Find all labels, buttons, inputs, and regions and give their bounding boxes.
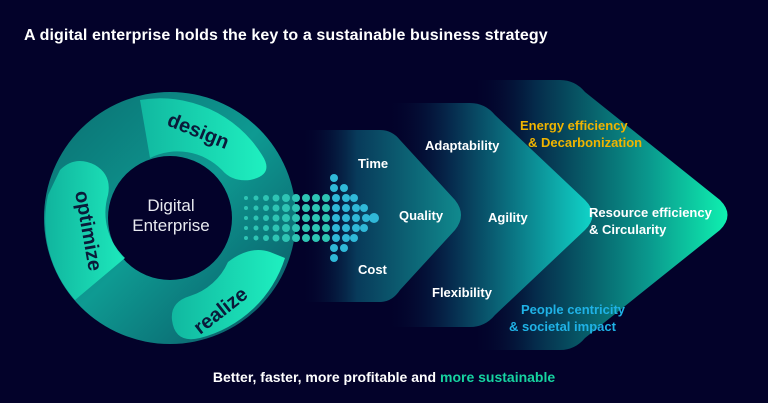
dotted-arrow (244, 174, 379, 262)
center-line-1: Digital (147, 196, 195, 215)
label-resource-efficiency: Resource efficiency & Circularity (589, 204, 712, 238)
energy-line-2: & Decarbonization (528, 135, 643, 150)
people-line-2: & societal impact (509, 319, 616, 334)
label-time: Time (358, 156, 389, 171)
label-people-centricity: People centricity & societal impact (509, 301, 625, 335)
people-line-1: People centricity (521, 302, 626, 317)
footer-tagline: Better, faster, more profitable and more… (0, 369, 768, 385)
resource-line-1: Resource efficiency (589, 205, 712, 220)
label-quality: Quality (399, 208, 444, 223)
label-flexibility: Flexibility (432, 285, 492, 300)
center-line-2: Enterprise (132, 216, 210, 235)
chevron-sustainability (470, 80, 728, 350)
label-adaptability: Adaptability (425, 138, 500, 153)
segment-realize (171, 249, 285, 340)
energy-line-1: Energy efficiency (520, 118, 628, 133)
resource-line-2: & Circularity (589, 222, 667, 237)
segment-design (140, 98, 267, 181)
footer-text: Better, faster, more profitable and (212, 369, 440, 385)
label-energy-efficiency: Energy efficiency & Decarbonization (520, 117, 642, 151)
slide-title: A digital enterprise holds the key to a … (24, 27, 548, 44)
center-label: Digital Enterprise (110, 196, 232, 236)
chevron-agility (385, 103, 593, 327)
label-cost: Cost (358, 262, 387, 277)
label-agility: Agility (488, 210, 528, 225)
chevron-efficiency (300, 130, 461, 302)
footer-highlight: more sustainable (440, 369, 556, 385)
segment-optimize (45, 161, 125, 300)
